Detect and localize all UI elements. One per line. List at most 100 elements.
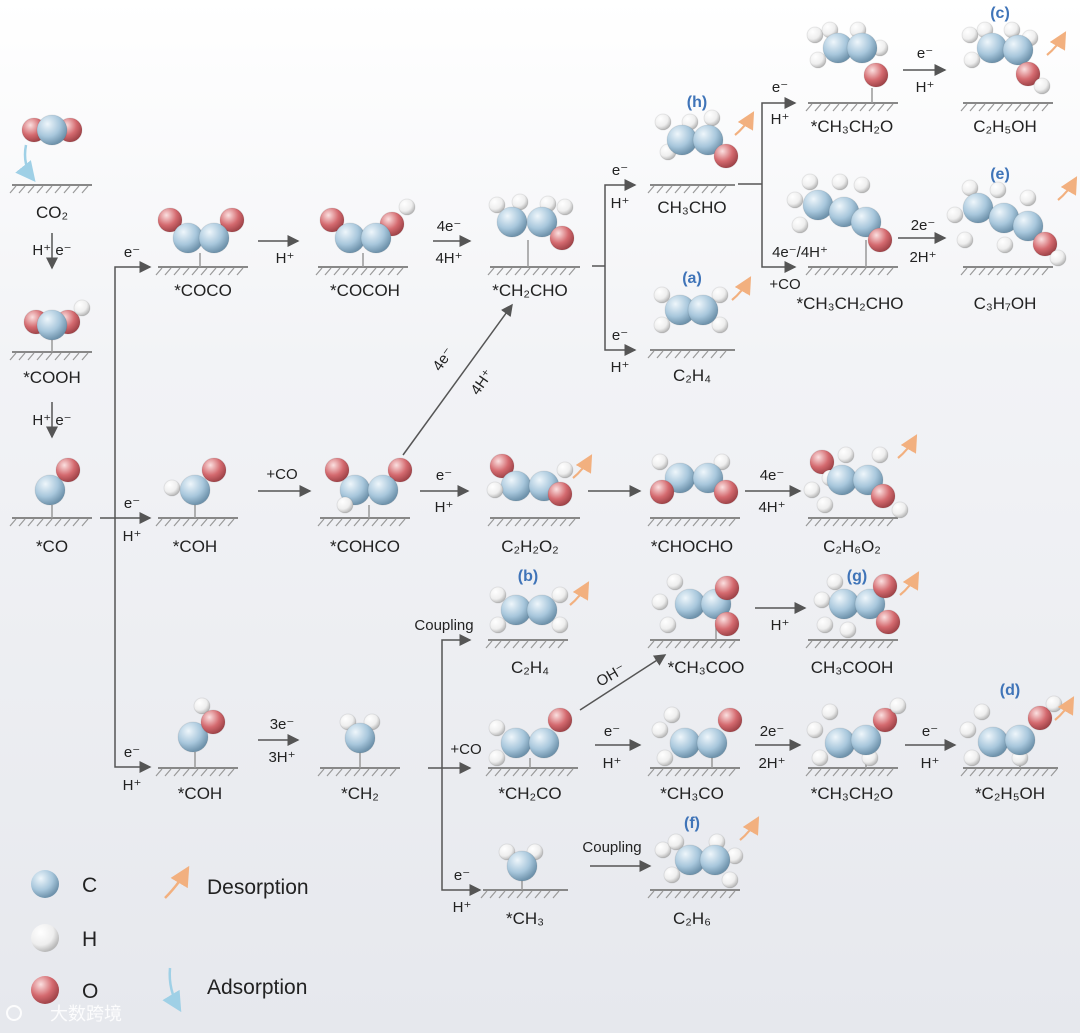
step-coupling-c2h6: Coupling: [582, 839, 641, 856]
surface-coh-low: [155, 767, 238, 777]
label-coco: *COCO: [174, 281, 232, 300]
molecule-c2h2o2: [486, 453, 574, 507]
desorb-c2h6o2: [897, 434, 918, 459]
desorb-c2h2o2: [572, 454, 593, 479]
molecule-c2h4-top: [653, 286, 729, 334]
desorb-g: [899, 571, 920, 596]
step-ch3cooh-h: H⁺: [771, 617, 790, 634]
molecule-chocho: [649, 453, 739, 505]
surface-c2h6o2: [805, 517, 898, 527]
step-ch2-h3: 3H⁺: [268, 749, 295, 766]
molecule-ch2co: [488, 707, 573, 768]
tag-f: (f): [684, 815, 700, 832]
surface-cohco: [317, 517, 410, 527]
step-diag-h4: 4H⁺: [467, 366, 496, 398]
step-c2h5oh-h: H⁺: [916, 79, 935, 96]
tag-g: (g): [847, 568, 867, 585]
step-c2h5oh-ads-h: H⁺: [921, 755, 940, 772]
molecule-co2: [21, 114, 83, 146]
legend-adsorption-icon: [162, 967, 182, 1013]
molecule-cocoh: [319, 198, 416, 267]
label-ch3co: *CH₃CO: [660, 784, 724, 803]
legend-oxygen-swatch: [31, 976, 59, 1004]
label-c2h6: C₂H₆: [673, 909, 711, 928]
step-co2-cooh: H⁺ e⁻: [32, 242, 71, 259]
step-ch3-h: H⁺: [453, 899, 472, 916]
label-ch2: *CH₂: [341, 784, 379, 803]
step-oh: OH⁻: [594, 661, 629, 691]
legend-hydrogen-swatch: [31, 924, 59, 952]
surface-ch3coo: [647, 639, 740, 649]
label-c3h7oh: C₃H₇OH: [974, 294, 1037, 313]
surface-co2: [9, 184, 92, 194]
molecule-ch3co: [651, 706, 743, 768]
step-coupling-c2h4: Coupling: [414, 617, 473, 634]
surface-ch3ch2cho: [805, 266, 898, 276]
step-ch3ch2o-e: e⁻: [772, 79, 788, 96]
molecule-coh-mid: [163, 457, 227, 518]
desorb-h: [734, 111, 755, 136]
surface-coco: [155, 266, 248, 276]
label-cocoh: *COCOH: [330, 281, 400, 300]
surface-c2h6: [647, 889, 740, 899]
step-cocoh-e4: 4e⁻: [437, 218, 462, 235]
tag-e: (e): [990, 166, 1010, 183]
step-ch3co-e: e⁻: [604, 723, 620, 740]
legend-oxygen-label: O: [82, 980, 98, 1003]
step-c3h7oh-e2: 2e⁻: [911, 217, 936, 234]
step-cooh-co: H⁺ e⁻: [32, 412, 71, 429]
pathway-arrows: [46, 64, 957, 896]
label-c2h4-low: C₂H₄: [511, 658, 549, 677]
step-to-coco-e: e⁻: [124, 244, 140, 261]
label-ch3cooh: CH₃COOH: [811, 658, 893, 677]
label-c2h5oh: C₂H₅OH: [973, 117, 1037, 136]
step-c2h6o2-h4: 4H⁺: [758, 499, 785, 516]
molecule-c2h5oh-ads: [959, 695, 1063, 768]
desorb-e: [1057, 176, 1078, 201]
step-c2h2o2-e: e⁻: [436, 467, 452, 484]
molecule-c3h7oh: [946, 179, 1067, 267]
molecule-ch3cooh: [813, 573, 901, 639]
surface-c3h7oh: [960, 266, 1053, 276]
label-ch2co: *CH₂CO: [498, 784, 561, 803]
molecule-c2h6: [654, 833, 744, 889]
adsorption-arrow: [15, 144, 36, 182]
tag-b: (b): [518, 568, 538, 585]
step-c2h2o2-h: H⁺: [435, 499, 454, 516]
label-ch3ch2o-low: *CH₃CH₂O: [811, 784, 893, 803]
step-ch3ch2o-low-h2: 2H⁺: [758, 755, 785, 772]
legend-adsorption-label: Adsorption: [207, 976, 307, 999]
legend-carbon-swatch: [31, 870, 59, 898]
legend-carbon-label: C: [82, 874, 97, 897]
label-ch2cho: *CH₂CHO: [492, 281, 568, 300]
surface-chocho: [647, 517, 740, 527]
legend-desorption-icon: [164, 865, 190, 899]
surface-cocoh: [315, 266, 408, 276]
surface-ch2cho: [487, 266, 580, 276]
surface-ch2: [317, 767, 400, 777]
molecule-ch3ch2o-low: [806, 697, 907, 768]
surface-c2h2o2: [487, 517, 580, 527]
label-ch3: *CH₃: [506, 909, 544, 928]
surface-ch3cooh: [805, 639, 898, 649]
step-ch2-e3: 3e⁻: [270, 716, 295, 733]
molecule-ch2cho: [488, 193, 575, 267]
step-coh-cohco: +CO: [266, 466, 297, 483]
molecule-coco: [157, 207, 245, 267]
step-ch3ch2o-low-e2: 2e⁻: [760, 723, 785, 740]
label-co: *CO: [36, 537, 68, 556]
molecule-cohco: [324, 457, 413, 518]
species-labels: CO₂ *COOH *CO *COCO *COCOH *CH₂CHO CH₃CH…: [23, 117, 1045, 928]
step-to-coh-h: H⁺: [123, 528, 142, 545]
step-ch3-e: e⁻: [454, 867, 470, 884]
legend-desorption-label: Desorption: [207, 876, 309, 899]
molecule-c2h5oh: [961, 21, 1051, 95]
step-c3h7oh-h2: 2H⁺: [909, 249, 936, 266]
molecule-ch3: [498, 843, 544, 890]
molecule-c2h4-low: [489, 586, 569, 634]
watermark-logo-icon: [6, 1005, 22, 1021]
legend: C H O Desorption Adsorption: [31, 865, 309, 1013]
step-cocoh-h4: 4H⁺: [435, 250, 462, 267]
step-c2h5oh-e: e⁻: [917, 45, 933, 62]
label-coh-low: *COH: [178, 784, 222, 803]
